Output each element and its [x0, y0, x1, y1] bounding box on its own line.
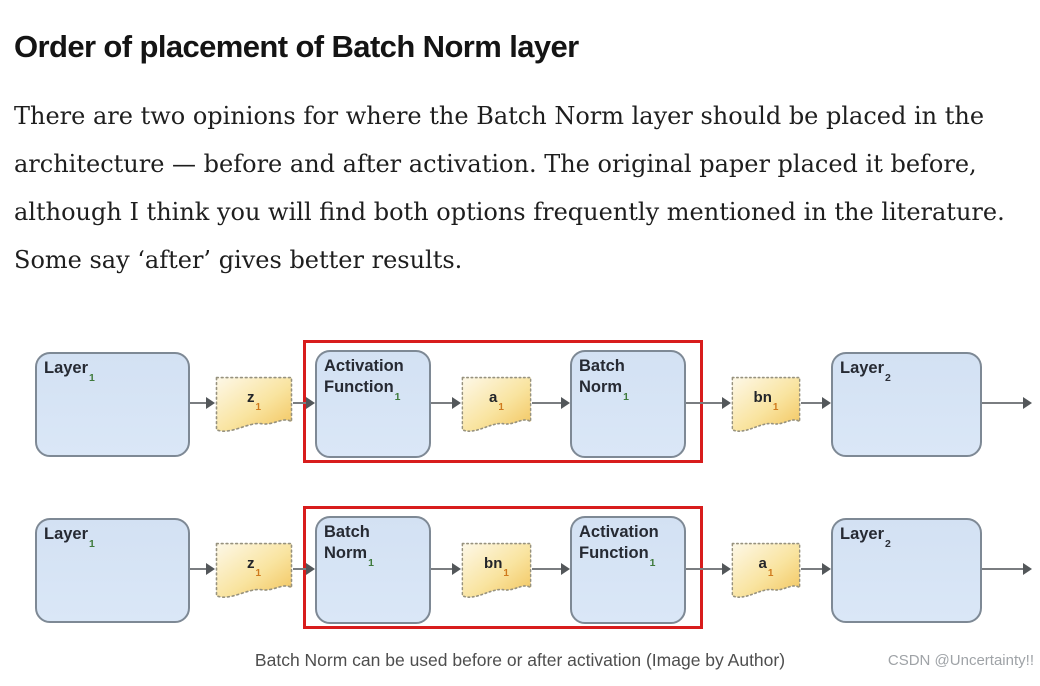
row1-bn1-doc: bn1: [731, 376, 801, 441]
row2-a1-label: a1: [758, 555, 774, 579]
intro-paragraph: There are two opinions for where the Bat…: [14, 102, 1005, 274]
csdn-watermark: CSDN @Uncertainty!!: [887, 652, 1034, 669]
document-shape-icon: [461, 376, 532, 432]
row1-z1-label: z1: [246, 389, 262, 413]
row2-group-outline: [303, 506, 703, 629]
row1-group-outline: [303, 340, 703, 463]
row1-layer2-label: Layer2: [840, 359, 891, 385]
row2-layer2-label: Layer2: [840, 525, 891, 551]
figure-caption: Batch Norm can be used before or after a…: [0, 650, 1040, 671]
row1-a1-label: a1: [489, 389, 504, 413]
arrow-icon: [801, 397, 831, 409]
row2-z1-label: z1: [246, 555, 262, 579]
row2-bn1-doc: bn1: [461, 542, 532, 607]
arrow-icon: [532, 563, 570, 575]
row2-bn1-label: bn1: [484, 555, 509, 579]
caption-text: Batch Norm can be used before or after a…: [254, 650, 786, 670]
row1-z1-doc: z1: [215, 376, 293, 441]
arrow-icon: [532, 397, 570, 409]
row2-layer1-box: Layer1: [35, 518, 190, 623]
row2-z1-doc: z1: [215, 542, 293, 607]
arrow-icon: [190, 397, 215, 409]
document-shape-icon: [215, 376, 293, 432]
arrow-icon: [190, 563, 215, 575]
document-shape-icon: [461, 542, 532, 598]
arrow-icon: [982, 397, 1032, 409]
arrow-icon: [431, 397, 461, 409]
arrow-icon: [686, 397, 731, 409]
page-title: Order of placement of Batch Norm layer: [14, 28, 579, 64]
document-shape-icon: [215, 542, 293, 598]
row1-bn1-label: bn1: [753, 389, 779, 413]
document-shape-icon: [731, 376, 801, 432]
row2-layer1-label: Layer1: [44, 525, 95, 551]
arrow-icon: [293, 397, 315, 409]
row1-layer2-box: Layer2: [831, 352, 982, 457]
row1-layer1-box: Layer1: [35, 352, 190, 457]
row1-a1-doc: a1: [461, 376, 532, 441]
arrow-icon: [982, 563, 1032, 575]
arrow-icon: [431, 563, 461, 575]
row2-a1-doc: a1: [731, 542, 801, 607]
arrow-icon: [293, 563, 315, 575]
arrow-icon: [686, 563, 731, 575]
arrow-icon: [801, 563, 831, 575]
row1-layer1-label: Layer1: [44, 359, 95, 385]
row2-layer2-box: Layer2: [831, 518, 982, 623]
document-shape-icon: [731, 542, 801, 598]
